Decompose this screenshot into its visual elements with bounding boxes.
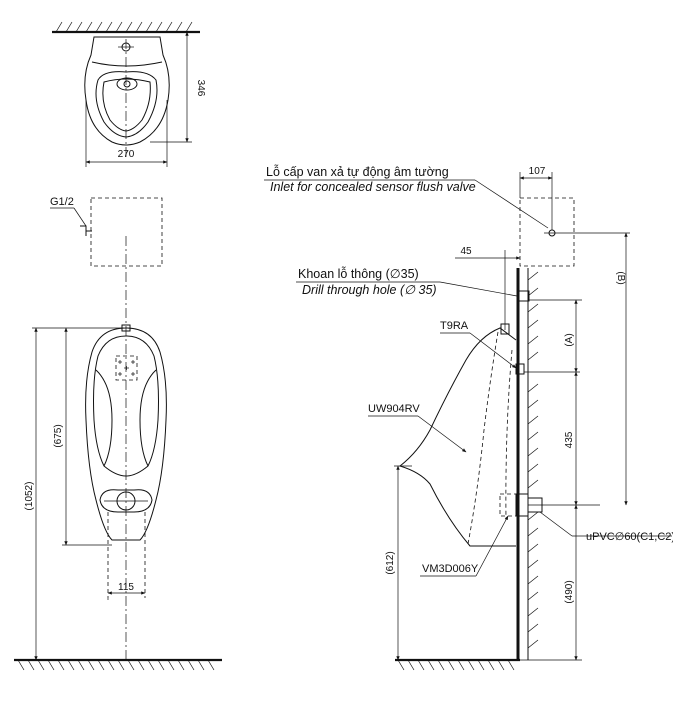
front-outlet: [99, 489, 153, 513]
vm3d006y-label: VM3D006Y: [422, 563, 479, 575]
side-107-dim: 107: [529, 166, 546, 177]
top-bowl-outline: [84, 36, 170, 146]
inlet-label-vi: Lỗ cấp van xả tự động âm tường: [266, 164, 449, 179]
top-outlet-ring: [116, 77, 138, 91]
front-valve-box: [90, 197, 163, 267]
side-45-dim: 45: [460, 246, 472, 257]
inlet-label-en: Inlet for concealed sensor flush valve: [270, 180, 476, 194]
side-floor-hatch: [397, 659, 515, 671]
front-outlet-dim: 115: [118, 582, 134, 593]
side-B-dim: (B): [615, 271, 626, 284]
drill-label-vi: Khoan lỗ thông (∅35): [298, 266, 419, 281]
side-A-dim: (A): [564, 333, 575, 346]
side-valve-box: [519, 197, 575, 267]
side-view: Lỗ cấp van xả tự động âm tường Inlet for…: [264, 164, 673, 671]
top-height-dim: 346: [195, 80, 206, 97]
side-outlet-dash: [499, 493, 517, 517]
top-bowl-rim: [91, 61, 163, 67]
upvc-label: uPVC∅60(C1,C2): [586, 531, 673, 543]
top-view: 270 346: [52, 21, 206, 167]
top-outlet-hole: [123, 80, 131, 88]
uw904rv-label: UW904RV: [368, 403, 420, 415]
front-floor-hatch: [17, 659, 215, 671]
front-bowl-outline: [85, 327, 167, 541]
front-hanger-screws: [118, 360, 135, 376]
top-width-dim: 270: [118, 149, 135, 160]
side-490-dim: (490): [564, 580, 575, 603]
side-bowl-inner: [467, 331, 499, 545]
drill-label-en: Drill through hole (∅ 35): [302, 283, 437, 297]
side-612-dim: (612): [385, 551, 396, 574]
front-inner-dim: (675): [53, 424, 64, 447]
front-view: G1/2: [14, 196, 222, 671]
side-bowl-outline: [398, 327, 517, 547]
side-hanger: [515, 363, 525, 375]
t9ra-label: T9RA: [440, 320, 469, 332]
top-wall-hatch: [55, 21, 193, 33]
front-bowl-inner: [93, 335, 159, 477]
front-hanger: [115, 355, 138, 381]
g12-label: G1/2: [50, 196, 74, 208]
front-bowl-lip: [95, 369, 157, 467]
front-overall-dim: (1052): [24, 482, 35, 511]
side-spud: [500, 323, 510, 335]
top-bowl-inner2: [102, 78, 151, 132]
side-wall-hatch: [527, 271, 539, 649]
g12-connector: [80, 225, 92, 236]
side-435-dim: 435: [564, 431, 575, 448]
